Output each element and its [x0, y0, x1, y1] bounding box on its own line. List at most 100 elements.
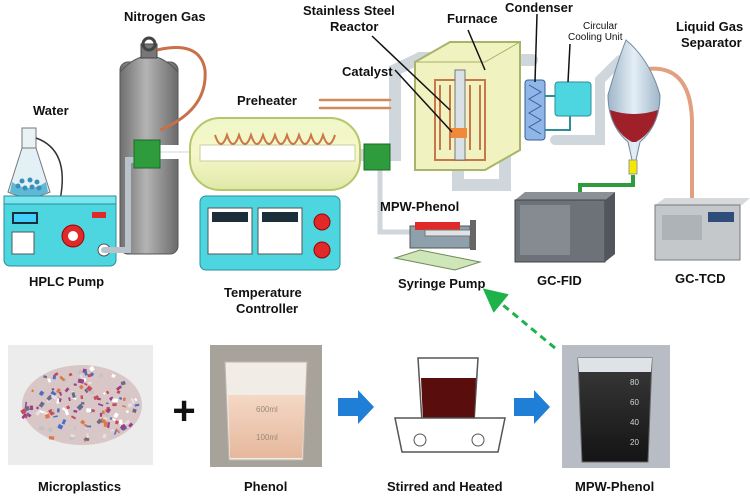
- plastic-chip: [83, 370, 88, 376]
- plastic-chip: [114, 420, 119, 425]
- plastic-chip: [70, 433, 75, 438]
- label-mpw-phenol-top: MPW-Phenol: [380, 199, 460, 214]
- plastic-chip: [70, 415, 77, 420]
- plastic-chip: [87, 381, 92, 385]
- label-liquid-gas: Liquid Gas: [676, 19, 744, 34]
- plastic-chip: [90, 390, 94, 395]
- label-circular: Circular: [583, 21, 618, 32]
- plastic-chip: [122, 397, 126, 402]
- mpw-phenol-photo: 80 60 40 20: [562, 345, 670, 468]
- plastic-chip: [118, 396, 123, 401]
- plastic-chip: [48, 408, 55, 416]
- plastic-chip: [68, 372, 73, 377]
- label-gc-fid: GC-FID: [537, 273, 582, 288]
- plastic-chip: [112, 417, 117, 422]
- catalyst-bed: [451, 128, 467, 138]
- plastic-chip: [53, 372, 59, 377]
- plastic-chip: [127, 403, 133, 408]
- label-separator: Separator: [681, 35, 742, 50]
- plastic-chip: [80, 402, 85, 405]
- plastic-chip: [68, 397, 71, 402]
- plastic-chip: [78, 384, 84, 390]
- plastic-chip: [61, 418, 67, 425]
- plastic-chip: [21, 413, 27, 420]
- label-catalyst: Catalyst: [342, 64, 393, 79]
- plastic-chip: [102, 433, 107, 439]
- plastic-chip: [59, 391, 63, 396]
- temperature-controller: [199, 195, 341, 271]
- label-cooling-unit: Cooling Unit: [568, 32, 623, 43]
- plastic-chip: [106, 390, 110, 395]
- gc-tcd-instrument: [654, 198, 750, 261]
- plastic-chip: [24, 405, 30, 412]
- plastic-chip: [83, 423, 88, 428]
- plastic-chip: [115, 428, 120, 434]
- plastic-chip: [66, 405, 71, 410]
- plastic-chip: [106, 407, 112, 414]
- plastic-chip: [56, 388, 61, 394]
- phenol-beaker-mark-600: 600ml: [256, 405, 278, 414]
- plastic-chip: [96, 418, 103, 425]
- plastic-chip: [101, 419, 106, 424]
- label-stainless-steel: Stainless Steel: [303, 3, 395, 18]
- plastic-chip: [119, 423, 127, 431]
- plastic-chip: [80, 419, 86, 425]
- plastic-chip: [104, 412, 110, 418]
- microplastics-photo: [8, 345, 153, 465]
- plastic-chip: [130, 397, 135, 404]
- mpw-mark-20: 20: [630, 438, 639, 447]
- label-reactor: Reactor: [330, 19, 379, 34]
- plastic-chip: [51, 408, 56, 413]
- label-water: Water: [33, 103, 69, 118]
- plastic-chip: [88, 365, 95, 372]
- plastic-chip: [113, 430, 118, 435]
- plastic-chip: [86, 433, 89, 438]
- plastic-chip: [36, 406, 39, 410]
- plastic-chip: [134, 397, 138, 402]
- plastic-chip: [43, 375, 48, 379]
- plastic-chip: [84, 437, 90, 442]
- plastic-chip: [73, 426, 77, 431]
- plastic-chip: [64, 387, 70, 393]
- mpw-mark-60: 60: [630, 398, 639, 407]
- plastic-chip: [97, 403, 104, 407]
- plastic-chip: [38, 401, 45, 408]
- plastic-chip: [51, 388, 55, 391]
- label-condenser: Condenser: [505, 0, 573, 15]
- plastic-chip: [29, 405, 34, 411]
- plastic-chip: [62, 407, 66, 411]
- syringe-pump: [393, 220, 482, 271]
- plastic-chip: [112, 403, 117, 407]
- plastic-chip: [86, 385, 93, 392]
- plastic-chip: [85, 425, 92, 428]
- plastic-chip: [99, 373, 103, 377]
- outlet-tee: [363, 143, 391, 171]
- phenol-beaker-mark-100: 100ml: [256, 433, 278, 442]
- label-furnace: Furnace: [447, 11, 498, 26]
- plastic-chip: [31, 389, 34, 393]
- plastic-chip: [20, 408, 27, 415]
- plastic-chip: [39, 409, 45, 414]
- plastic-chip: [134, 403, 140, 407]
- plastic-chip: [92, 409, 96, 413]
- flow-arrow-2: [514, 390, 550, 424]
- label-microplastics: Microplastics: [38, 479, 122, 494]
- plastic-chip: [64, 408, 70, 416]
- plastic-chip: [110, 428, 115, 432]
- preheater: [189, 117, 361, 191]
- plastic-chip: [109, 417, 113, 421]
- cooling-unit: [545, 81, 592, 131]
- plastic-chip: [116, 390, 121, 395]
- mpw-mark-80: 80: [630, 378, 639, 387]
- plastic-chip: [38, 390, 45, 397]
- plastic-chip: [80, 395, 84, 400]
- inlet-tee: [133, 139, 161, 169]
- plastic-chip: [93, 395, 100, 401]
- mpw-mark-40: 40: [630, 418, 639, 427]
- plastic-chip: [87, 373, 92, 378]
- plastic-chip: [53, 415, 58, 418]
- stirred-heated-setup: [394, 357, 506, 453]
- label-stirred-heated: Stirred and Heated: [387, 479, 503, 494]
- plastic-chip: [118, 419, 123, 425]
